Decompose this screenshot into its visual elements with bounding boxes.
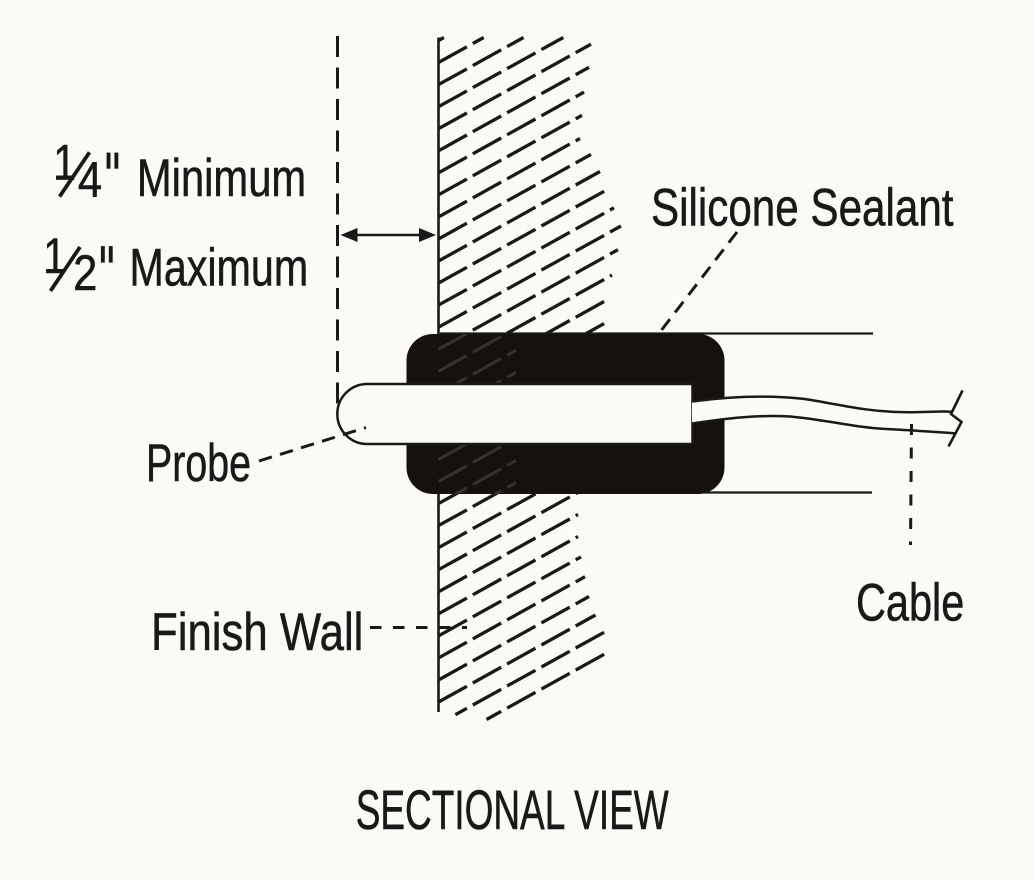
svg-text:SECTIONAL VIEW: SECTIONAL VIEW [356, 779, 669, 841]
svg-text:Silicone Sealant: Silicone Sealant [651, 178, 954, 237]
svg-text:Minimum: Minimum [137, 149, 306, 208]
svg-text:Finish Wall: Finish Wall [151, 603, 363, 662]
svg-text:Maximum: Maximum [130, 239, 309, 298]
svg-text:1: 1 [53, 135, 76, 191]
svg-text:4: 4 [78, 152, 102, 207]
svg-text:2: 2 [73, 245, 97, 300]
svg-text:Cable: Cable [856, 573, 964, 632]
svg-text:Probe: Probe [146, 434, 251, 493]
